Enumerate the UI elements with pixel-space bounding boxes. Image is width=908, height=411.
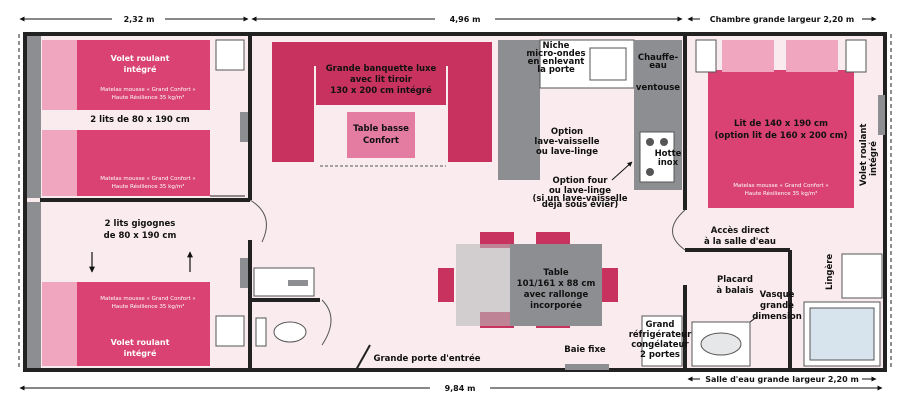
bay-window — [565, 364, 609, 370]
coffee-table-label-1: Table basse — [353, 124, 409, 134]
bed-top-1: Volet roulant intégré Matelas mousse « G… — [42, 40, 210, 110]
bunk-label-2: de 80 x 190 cm — [104, 231, 177, 241]
entrance-label: Grande porte d'entrée — [374, 353, 481, 364]
nightstand-top — [215, 39, 245, 71]
mattress-top-label-2: Haute Résilience 35 kg/m³ — [112, 94, 185, 101]
basin-label-1: Vasque — [760, 290, 795, 300]
basin-label-3: dimension — [752, 312, 802, 322]
dimension-left: 2,32 m — [19, 15, 249, 24]
toilet-icon — [273, 321, 307, 343]
master-bed-label-1: Lit de 140 x 190 cm — [734, 119, 828, 129]
oven-label-1: Option four — [553, 176, 609, 186]
mattress-mid-label-1: Matelas mousse « Grand Confort » — [100, 176, 196, 182]
fridge-label-3: congélateur — [631, 339, 689, 350]
fridge-label-2: réfrigérateur — [629, 329, 692, 340]
shutter-top-label-2: intégré — [124, 64, 157, 74]
table-label-2: 101/161 x 88 cm — [517, 279, 596, 289]
oven-note-1: (si un lave-vaisselle — [532, 194, 627, 204]
master-bed — [695, 39, 867, 208]
fridge-label-4: 2 portes — [640, 350, 680, 360]
window-bottom-left — [240, 258, 248, 288]
dimension-bottom-right: Salle d'eau grande largeur 2,20 m — [687, 375, 877, 384]
mattress-mid-label-2: Haute Résilience 35 kg/m³ — [112, 183, 185, 190]
dimension-bottom-right-label: Salle d'eau grande largeur 2,20 m — [705, 375, 859, 384]
top-beds-label: 2 lits de 80 x 190 cm — [90, 115, 190, 125]
bunk-label-1: 2 lits gigognes — [105, 219, 176, 229]
shutter-bottom-label-1: Volet roulant — [111, 338, 170, 347]
access-label-2: à la salle d'eau — [704, 237, 776, 247]
sofa-label-2: avec lit tiroir — [350, 75, 413, 85]
coffee-table — [347, 112, 415, 158]
linen-cabinet — [841, 253, 883, 299]
nightstand-bottom — [215, 315, 245, 347]
mattress-top-label-1: Matelas mousse « Grand Confort » — [100, 87, 196, 93]
linen-label: Lingère — [824, 254, 835, 290]
access-label-1: Accès direct — [711, 225, 770, 236]
entrance-door — [355, 344, 371, 371]
sofa-label-3: 130 x 200 cm intégré — [330, 85, 432, 96]
fridge-label-1: Grand — [645, 320, 674, 330]
master-bed-label-2: (option lit de 160 x 200 cm) — [715, 131, 848, 141]
bed-bottom: Matelas mousse « Grand Confort » Haute R… — [42, 282, 210, 366]
sofa-label-1: Grande banquette luxe — [326, 64, 437, 74]
oven-note-2: déjà sous évier) — [542, 199, 619, 210]
coffee-table-label-2: Confort — [363, 136, 399, 146]
dishwasher-label-1: Option — [551, 127, 583, 137]
dimension-top-right: Chambre grande largeur 2,20 m — [687, 15, 877, 24]
basin-label-2: grande — [760, 301, 794, 311]
mattress-bottom-label-2: Haute Résilience 35 kg/m³ — [112, 303, 185, 310]
window-top-left — [240, 112, 248, 142]
bed-top-2: Matelas mousse « Grand Confort » Haute R… — [42, 130, 210, 196]
oven-label-2: ou lave-linge — [549, 186, 611, 196]
sofa: Grande banquette luxe avec lit tiroir 13… — [272, 42, 492, 162]
dimension-center-label: 4,96 m — [450, 15, 481, 24]
closet-label-2: à balais — [716, 286, 753, 296]
microwave-label-4: la porte — [537, 65, 575, 75]
mattress-bottom-label-1: Matelas mousse « Grand Confort » — [100, 296, 196, 302]
master-mattress-label-1: Matelas mousse « Grand Confort » — [733, 183, 829, 189]
master-shutter-label-1: Volet roulant — [859, 123, 869, 186]
interior-walls — [40, 34, 792, 370]
door-arc-bathroom — [672, 209, 686, 251]
dimension-total-label: 9,84 m — [445, 384, 476, 393]
wardrobe-bottom — [27, 202, 41, 368]
shutter-top-label-1: Volet roulant — [111, 54, 170, 63]
sink-icon — [589, 47, 627, 81]
arrow-oven-icon — [611, 161, 633, 181]
dimension-center: 4,96 m — [251, 15, 683, 24]
shutter-bottom-label-2: intégré — [124, 348, 157, 358]
table-label-3: avec rallonge — [524, 290, 589, 300]
dimension-total: 9,84 m — [19, 384, 883, 393]
table-label-1: Table — [543, 268, 568, 278]
bay-label: Baie fixe — [564, 345, 606, 355]
dishwasher-label-2: lave-vaisselle — [534, 137, 599, 147]
window-master — [878, 95, 885, 135]
vent-label: ventouse — [636, 83, 680, 93]
dining — [438, 232, 618, 328]
fridge — [641, 315, 683, 367]
closet-label-1: Placard — [717, 275, 753, 285]
wardrobe-top — [27, 36, 41, 198]
hood-label-2: inox — [658, 158, 679, 168]
microwave-label-3: en enlevant — [528, 57, 585, 67]
master-mattress-label-2: Haute Résilience 35 kg/m³ — [745, 190, 818, 197]
outer-wall — [23, 32, 887, 372]
microwave-label-2: micro-ondes — [526, 49, 585, 59]
hot-water-label-1: Chauffe- — [638, 53, 679, 63]
door-arc-left — [249, 199, 267, 243]
hob-icon — [639, 131, 675, 183]
kitchen — [498, 39, 682, 190]
dimension-left-label: 2,32 m — [124, 15, 155, 24]
microwave-label-1: Niche — [543, 41, 570, 51]
hot-water-label-2: eau — [649, 61, 667, 71]
table-label-4: incorporée — [530, 300, 582, 311]
dishwasher-label-3: ou lave-linge — [536, 147, 598, 157]
hood-label-1: Hotte — [655, 149, 682, 159]
master-shutter-label-2: intégré — [868, 141, 879, 176]
dimension-top-right-label: Chambre grande largeur 2,20 m — [710, 15, 854, 24]
